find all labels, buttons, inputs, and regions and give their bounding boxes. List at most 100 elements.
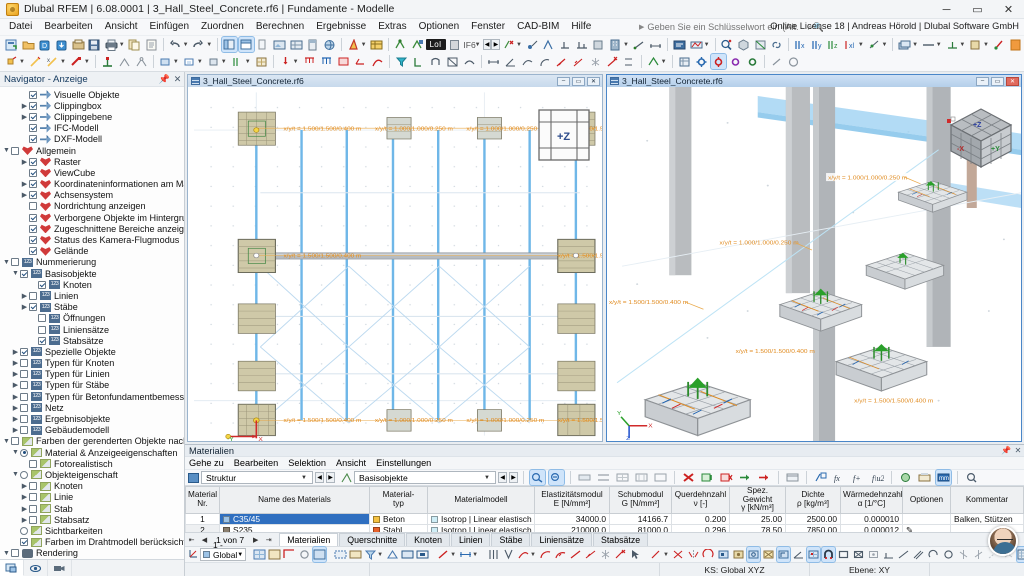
navigator-checkbox[interactable] <box>29 101 37 110</box>
star-snap-icon[interactable] <box>599 547 612 562</box>
material-e-cell[interactable]: 34000.0 <box>534 512 610 525</box>
mirror-icon[interactable] <box>687 547 700 562</box>
material-model-cell[interactable]: Isotrop | Linear elastisch <box>427 512 535 525</box>
selection-filter-caret-icon[interactable]: ▼ <box>377 551 384 558</box>
expand-chevron-icon[interactable]: ▶ <box>21 102 28 110</box>
dim-compare-icon[interactable] <box>622 54 637 69</box>
link-icon[interactable] <box>770 37 785 52</box>
navigator-checkbox[interactable] <box>29 90 37 99</box>
navigator-checkbox[interactable] <box>29 459 37 468</box>
extend-icon[interactable] <box>650 547 663 562</box>
viewport-right[interactable]: 3_Hall_Steel_Concrete.rf6 – ▭ ✕ <box>606 74 1022 442</box>
material-comment-cell[interactable]: Balken, Stützen <box>950 512 1024 525</box>
table-tab-liniensätze[interactable]: Liniensätze <box>531 533 592 546</box>
materials-column-header[interactable]: Kommentar <box>950 486 1024 514</box>
navigator-checkbox[interactable] <box>38 336 46 345</box>
print-preview-icon[interactable] <box>71 37 86 52</box>
units-icon[interactable]: mm <box>935 469 952 486</box>
navigator-checkbox[interactable] <box>29 303 37 312</box>
material-rho-cell[interactable]: 2500.00 <box>785 512 841 525</box>
navigator-tree-item[interactable]: Status des Kamera-Flugmodus <box>0 234 184 245</box>
navigator-tree-item[interactable]: DXF-Modell <box>0 134 184 145</box>
table-menu-ansicht[interactable]: Ansicht <box>335 458 367 468</box>
arc-line-icon[interactable]: x <box>45 54 60 69</box>
viewport-left-minimize[interactable]: – <box>557 76 570 86</box>
zoom-out-table-icon[interactable] <box>548 469 565 486</box>
expand-chevron-icon[interactable]: ▶ <box>12 371 19 379</box>
search-box[interactable]: ▶ <box>639 20 799 34</box>
loads-icon[interactable] <box>346 37 361 52</box>
expand-chevron-icon[interactable]: ▶ <box>21 192 28 200</box>
menu-bearbeiten[interactable]: Bearbeiten <box>44 21 93 32</box>
table-menu-gehe-zu[interactable]: Gehe zu <box>189 458 224 468</box>
move-down-icon[interactable] <box>757 470 772 485</box>
menu-ergebnisse[interactable]: Ergebnisse <box>316 21 367 32</box>
navigator-radio[interactable] <box>20 526 28 535</box>
deformation-icon[interactable] <box>462 54 477 69</box>
table-search-icon[interactable] <box>964 470 979 485</box>
materials-column-header[interactable]: Material-typ <box>369 486 428 514</box>
imperfection-icon[interactable] <box>370 54 385 69</box>
slope-line2-icon[interactable] <box>584 547 597 562</box>
dim-slope-icon[interactable] <box>554 54 569 69</box>
filter-icon[interactable] <box>394 54 409 69</box>
navigator-checkbox[interactable] <box>29 504 37 513</box>
navigator-checkbox[interactable] <box>20 392 28 401</box>
toolbar-overflow-caret-icon[interactable]: ▼ <box>474 41 481 48</box>
navigator-checkbox[interactable] <box>11 258 19 267</box>
viewport-left[interactable]: 3_Hall_Steel_Concrete.rf6 – ▭ ✕ <box>187 74 603 442</box>
navigator-tree-item[interactable]: ▶Achsensystem <box>0 190 184 201</box>
display-navigator-tab[interactable] <box>0 560 24 576</box>
selection-cross-icon[interactable] <box>349 547 362 562</box>
dimension-icon[interactable] <box>649 37 664 52</box>
redo-dropdown-caret-icon[interactable]: ▼ <box>206 41 213 48</box>
snap-line-icon[interactable] <box>897 547 910 562</box>
table-tab-materialien[interactable]: Materialien <box>279 533 339 546</box>
navigator-tree-item[interactable]: Farben im Drahtmodell berücksichtigen <box>0 537 184 548</box>
snap-intersection-icon[interactable] <box>762 547 775 562</box>
surface-caret-icon[interactable]: ▼ <box>172 58 179 65</box>
thickness-caret-icon[interactable]: ▼ <box>244 58 251 65</box>
dim-radial-icon[interactable] <box>520 54 535 69</box>
new-model-icon[interactable] <box>4 37 19 52</box>
navigator-tree-item[interactable]: ▶Stabsatz <box>0 514 184 525</box>
line-load-icon[interactable] <box>302 54 317 69</box>
chevron-down-icon[interactable]: ▼ <box>237 551 244 558</box>
table-tab-linien[interactable]: Linien <box>451 533 491 546</box>
selection-filter-icon[interactable] <box>364 547 377 562</box>
menu-ansicht[interactable]: Ansicht <box>104 21 138 32</box>
text-annotation-icon[interactable] <box>646 54 661 69</box>
materials-column-header[interactable]: Materialmodell <box>427 486 535 514</box>
support-style-caret-icon[interactable]: ▼ <box>959 41 966 48</box>
render-wire-icon[interactable] <box>237 36 255 53</box>
database-icon[interactable] <box>898 470 913 485</box>
formula-reference-icon[interactable] <box>813 470 828 485</box>
table-menu-bearbeiten[interactable]: Bearbeiten <box>233 458 279 468</box>
navigator-tree-item[interactable]: ▶Koordinateninformationen am Mauszeiger <box>0 179 184 190</box>
material-nu-cell[interactable]: 0.200 <box>671 512 730 525</box>
support-style-icon[interactable] <box>945 37 960 52</box>
toolbar-prev-button[interactable]: ◀ <box>482 39 492 50</box>
expand-chevron-icon[interactable]: ▶ <box>21 483 28 491</box>
solid-tool-icon[interactable] <box>592 37 607 52</box>
navigator-tree-item[interactable]: Nordrichtung anzeigen <box>0 201 184 212</box>
expand-chevron-icon[interactable]: ▶ <box>12 404 19 412</box>
dim-arc-icon[interactable] <box>537 54 552 69</box>
blocks-icon[interactable]: D <box>37 37 52 52</box>
navigator-checkbox[interactable] <box>29 124 37 133</box>
print-dropdown-caret-icon[interactable]: ▼ <box>118 41 125 48</box>
navigator-tree-item[interactable]: Visuelle Objekte <box>0 89 184 100</box>
align-z-icon[interactable]: z <box>827 37 842 52</box>
pointer-icon[interactable] <box>629 547 642 562</box>
member-caret-icon[interactable]: ▼ <box>83 58 90 65</box>
material-name-cell[interactable]: S235 <box>219 523 370 532</box>
navigator-checkbox[interactable] <box>20 426 28 435</box>
